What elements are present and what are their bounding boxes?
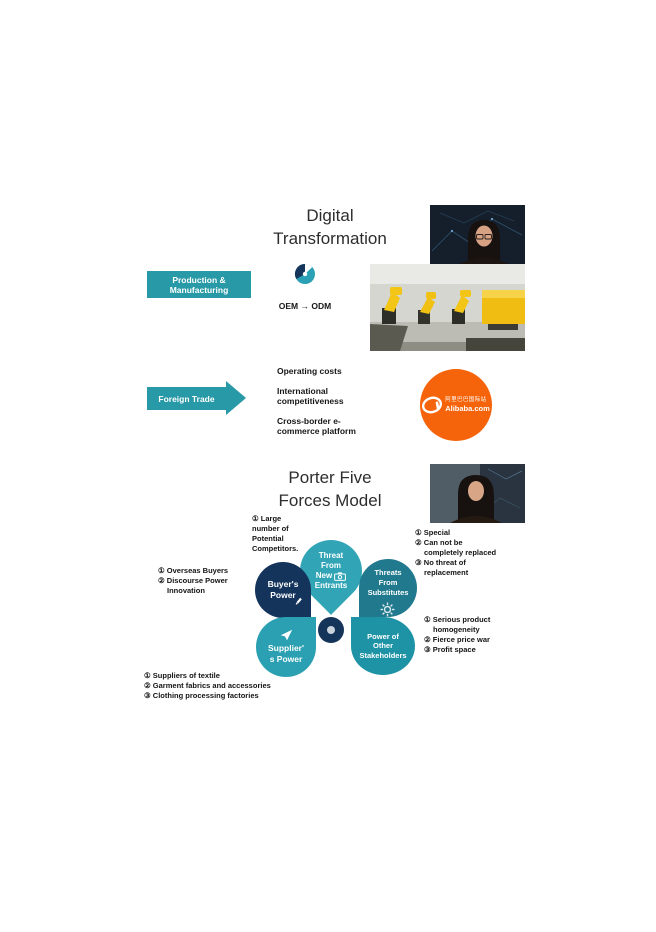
slide2-title-line1: Porter Five	[288, 468, 372, 487]
paper-plane-icon	[280, 629, 292, 641]
petal-threats-substitutes: Threats From Substitutes	[359, 559, 417, 617]
annotation-line: ③ Profit space	[424, 645, 476, 654]
petal-line: Entrants	[314, 581, 348, 590]
petal-line: Supplier'	[267, 643, 305, 653]
presenter-1-video-frame	[430, 205, 525, 264]
annotation-line: Potential	[252, 534, 284, 543]
annotation-buyers: ① Overseas Buyers ② Discourse Power Inno…	[158, 566, 253, 596]
petal-line: Power of	[367, 631, 399, 641]
annotation-line: ③ Clothing processing factories	[144, 691, 259, 700]
pie-chart-icon	[294, 263, 316, 285]
bullet-cross-border-platform: Cross-border e-commerce platform	[277, 415, 356, 437]
annotation-line: ① Large	[252, 514, 282, 523]
slide1-title-line2: Transformation	[273, 229, 387, 248]
production-box-line1: Production &	[172, 274, 226, 285]
petal-suppliers-power: Supplier' s Power	[256, 617, 316, 677]
petal-other-stakeholders-text: Power of Other Stakeholders	[351, 617, 415, 675]
petal-threat-new-entrants-text: Threat From New Entrants	[300, 540, 362, 602]
petal-buyers-power: Buyer's Power	[255, 562, 311, 618]
presenter-2-video-frame	[430, 464, 525, 523]
petal-line: Stakeholders	[359, 650, 407, 660]
petal-line: From	[378, 578, 398, 587]
annotation-line: replacement	[424, 568, 469, 577]
slide1-title-line1: Digital	[306, 206, 354, 225]
petal-line: Other	[372, 641, 393, 651]
petal-line: Buyer's	[267, 579, 299, 589]
production-box-line2: Manufacturing	[169, 284, 229, 295]
presenter-webcam-1	[430, 205, 525, 264]
oem-odm-label: OEM → ODM	[278, 301, 332, 311]
petal-line: s Power	[269, 654, 303, 664]
annotation-line: ① Overseas Buyers	[158, 566, 229, 575]
annotation-substitutes: ① Special ② Can not be completely replac…	[415, 528, 507, 578]
annotation-line: ② Garment fabrics and accessories	[144, 681, 271, 690]
alibaba-logo-icon	[422, 396, 443, 414]
pencil-icon	[295, 597, 302, 605]
hub-center-dot	[327, 626, 335, 634]
alibaba-logo-text: 阿里巴巴国际站 Alibaba.com	[445, 397, 490, 413]
annotation-line: number of	[252, 524, 289, 533]
trade-bullet-list: Operating costs International competitiv…	[277, 366, 369, 446]
alibaba-logo: 阿里巴巴国际站 Alibaba.com	[420, 369, 492, 441]
petal-line: Threats	[374, 568, 402, 577]
petal-other-stakeholders: Power of Other Stakeholders	[351, 617, 415, 675]
camera-icon	[334, 571, 347, 581]
annotation-line: Competitors.	[252, 544, 299, 553]
annotation-line: ② Discourse Power	[158, 576, 228, 585]
presenter-webcam-2	[430, 464, 525, 523]
arrow-right-shape	[226, 381, 246, 415]
annotation-line: completely replaced	[424, 548, 497, 557]
gear-icon	[380, 602, 395, 617]
annotation-line: homogeneity	[433, 625, 480, 634]
slide2-title-line2: Forces Model	[278, 491, 382, 510]
petal-threats-substitutes-text: Threats From Substitutes	[359, 559, 417, 617]
annotation-new-entrants: ① Large number of Potential Competitors.	[252, 514, 316, 554]
bullet-operating-costs: Operating costs	[277, 366, 342, 376]
petal-suppliers-power-text: Supplier' s Power	[256, 617, 316, 677]
petal-line: Power	[270, 590, 296, 600]
annotation-line: ① Suppliers of textile	[144, 671, 220, 680]
diagram-center-hub	[318, 617, 344, 643]
annotation-suppliers: ① Suppliers of textile ② Garment fabrics…	[144, 671, 319, 701]
annotation-line: ① Special	[415, 528, 451, 537]
annotation-stakeholders: ① Serious product homogeneity ② Fierce p…	[424, 615, 514, 655]
petal-line: From	[321, 561, 341, 570]
petal-buyers-power-text: Buyer's Power	[255, 562, 311, 618]
slide1-title: Digital Transformation	[228, 204, 432, 250]
annotation-line: ③ No threat of	[415, 558, 466, 567]
foreign-trade-arrow: Foreign Trade	[147, 387, 226, 410]
slide2-title: Porter Five Forces Model	[228, 466, 432, 512]
foreign-trade-label: Foreign Trade	[158, 393, 215, 404]
annotation-line: Innovation	[167, 586, 205, 595]
petal-line: New	[315, 571, 333, 580]
factory-robots-image	[370, 264, 525, 351]
petal-line-with-icon: New	[315, 571, 347, 581]
bullet-international-competitiveness: International competitiveness	[277, 385, 344, 407]
alibaba-cn-label: 阿里巴巴国际站	[445, 397, 487, 403]
alibaba-en-label: Alibaba.com	[445, 404, 490, 413]
petal-line: Substitutes	[367, 588, 409, 597]
annotation-line: ① Serious product	[424, 615, 491, 624]
production-manufacturing-box: Production & Manufacturing	[147, 271, 251, 298]
petal-line: Threat	[318, 551, 344, 560]
annotation-line: ② Fierce price war	[424, 635, 490, 644]
petal-threat-new-entrants: Threat From New Entrants	[287, 527, 375, 615]
annotation-line: ② Can not be	[415, 538, 463, 547]
